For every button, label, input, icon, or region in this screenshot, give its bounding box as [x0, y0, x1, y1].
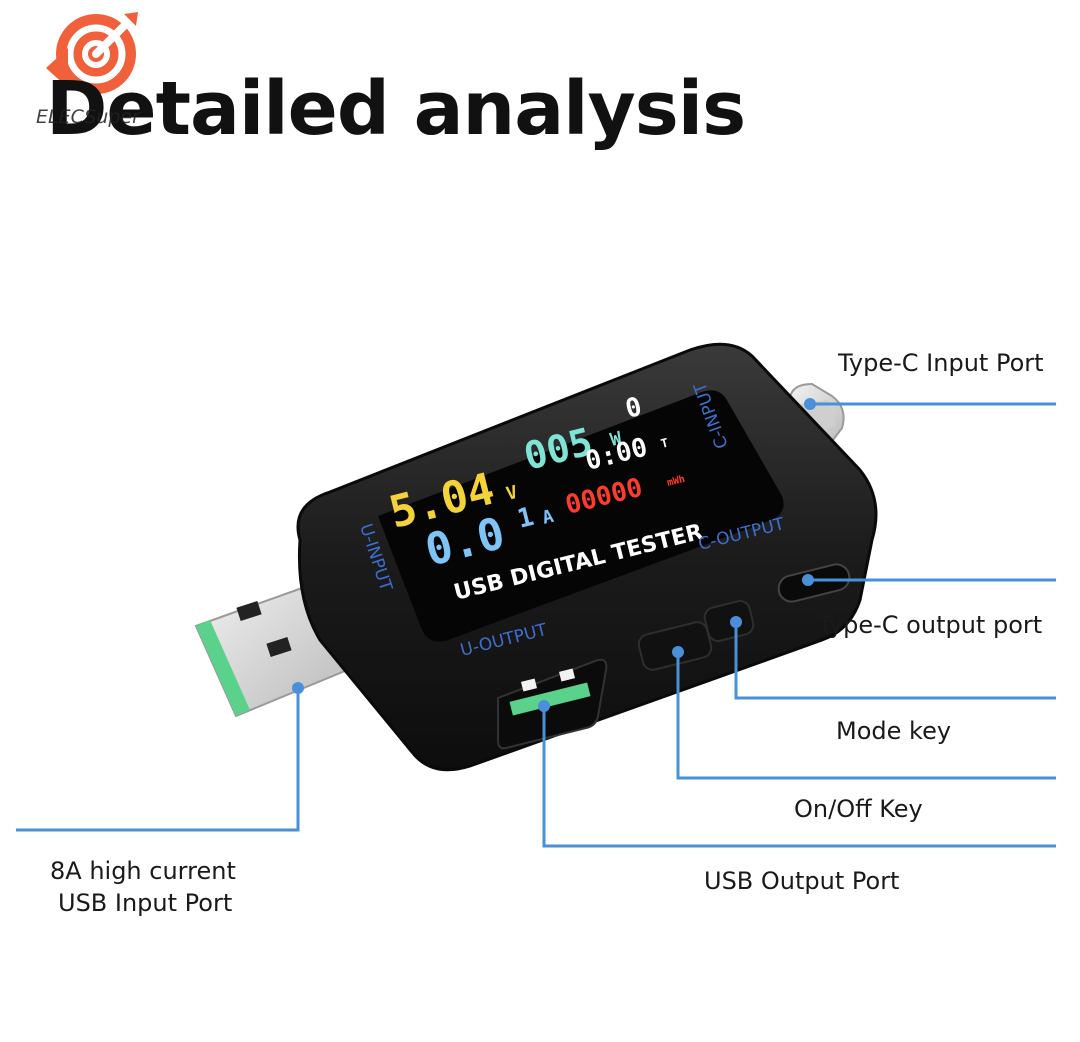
callout-mode-key: Mode key	[836, 717, 952, 745]
brand-logo-icon	[46, 12, 138, 94]
leader-mode-key	[734, 622, 1056, 700]
voltage-unit: V	[504, 482, 520, 505]
page-title: Detailed analysis	[46, 66, 746, 152]
power-unit: W	[608, 428, 624, 451]
leader-usb-output	[542, 706, 1056, 848]
current-digit: 1	[514, 502, 536, 535]
callout-usb-input-line1: 8A high current	[50, 857, 236, 885]
leader-on-off-key	[676, 652, 1056, 780]
callout-usb-input-line2: USB Input Port	[58, 889, 233, 917]
energy-unit: mWh	[666, 474, 686, 489]
callout-type-c-input: Type-C Input Port	[838, 349, 1044, 377]
callout-type-c-output: Type-C output port	[818, 611, 1043, 639]
usb-output-port	[497, 658, 608, 750]
callout-on-off-key: On/Off Key	[794, 795, 923, 823]
type-c-output-port	[777, 563, 851, 603]
callout-usb-output: USB Output Port	[704, 867, 900, 895]
tester-screen	[378, 390, 784, 642]
watermark-text: ELECSuper	[36, 106, 140, 128]
power-digit: 0	[622, 392, 644, 425]
mode-button	[703, 600, 755, 642]
current-unit: A	[540, 506, 556, 529]
leader-dots	[292, 398, 816, 712]
time-unit: T	[659, 436, 669, 451]
leader-usb-input	[16, 688, 300, 832]
leader-lines	[16, 402, 1056, 848]
